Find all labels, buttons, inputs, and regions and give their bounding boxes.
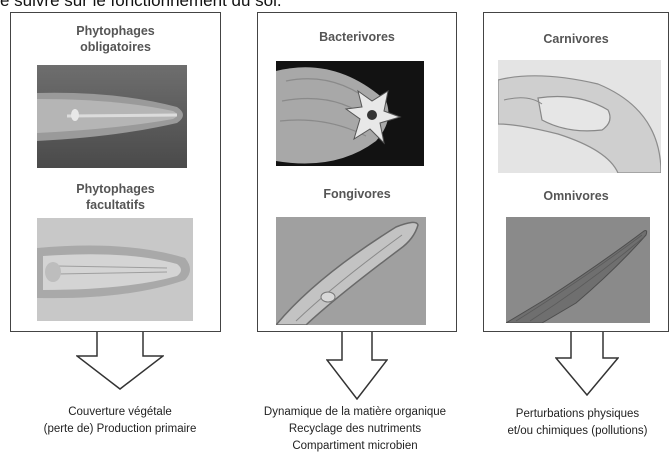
caption-line: Perturbations physiques — [486, 406, 669, 423]
micrograph-fongivore — [276, 217, 426, 325]
caption-phytophages: Couverture végétale (perte de) Productio… — [20, 404, 220, 438]
micrograph-bacterivore — [276, 61, 424, 166]
title-phytophages-facultatifs: Phytophages facultatifs — [11, 181, 220, 213]
micrograph-phytophage-obligatoire — [37, 65, 187, 168]
title-line: Omnivores — [484, 188, 668, 204]
caption-line: Couverture végétale — [20, 404, 220, 421]
caption-line: Recyclage des nutriments — [235, 421, 475, 438]
caption-line: Dynamique de la matière organique — [235, 404, 475, 421]
arrow-down-1 — [76, 332, 164, 390]
caption-microbivores: Dynamique de la matière organique Recycl… — [235, 404, 475, 455]
title-line: Carnivores — [484, 31, 668, 47]
caption-predateurs: Perturbations physiques et/ou chimiques … — [486, 406, 669, 440]
title-line: facultatifs — [11, 197, 220, 213]
panel-phytophages: Phytophages obligatoires Phytophages fac… — [10, 12, 221, 332]
title-line: Bacterivores — [258, 29, 456, 45]
panel-predateurs: Carnivores Omnivores — [483, 12, 669, 332]
title-bacterivores: Bacterivores — [258, 29, 456, 45]
panel-microbivores: Bacterivores Fongivores — [257, 12, 457, 332]
caption-line: Compartiment microbien — [235, 438, 475, 455]
title-line: Phytophages — [11, 23, 220, 39]
title-line: Phytophages — [11, 181, 220, 197]
caption-line: (perte de) Production primaire — [20, 421, 220, 438]
micrograph-phytophage-facultatif — [37, 218, 193, 321]
title-line: Fongivores — [258, 186, 456, 202]
title-phytophages-obligatoires: Phytophages obligatoires — [11, 23, 220, 55]
caption-line: et/ou chimiques (pollutions) — [486, 423, 669, 440]
title-carnivores: Carnivores — [484, 31, 668, 47]
title-omnivores: Omnivores — [484, 188, 668, 204]
title-line: obligatoires — [11, 39, 220, 55]
arrow-down-2 — [326, 332, 388, 400]
header-text: e suivre sur le fonctionnement du sol. — [0, 0, 282, 11]
title-fongivores: Fongivores — [258, 186, 456, 202]
micrograph-omnivore — [506, 217, 650, 323]
micrograph-carnivore — [498, 60, 661, 173]
arrow-down-3 — [555, 332, 619, 396]
